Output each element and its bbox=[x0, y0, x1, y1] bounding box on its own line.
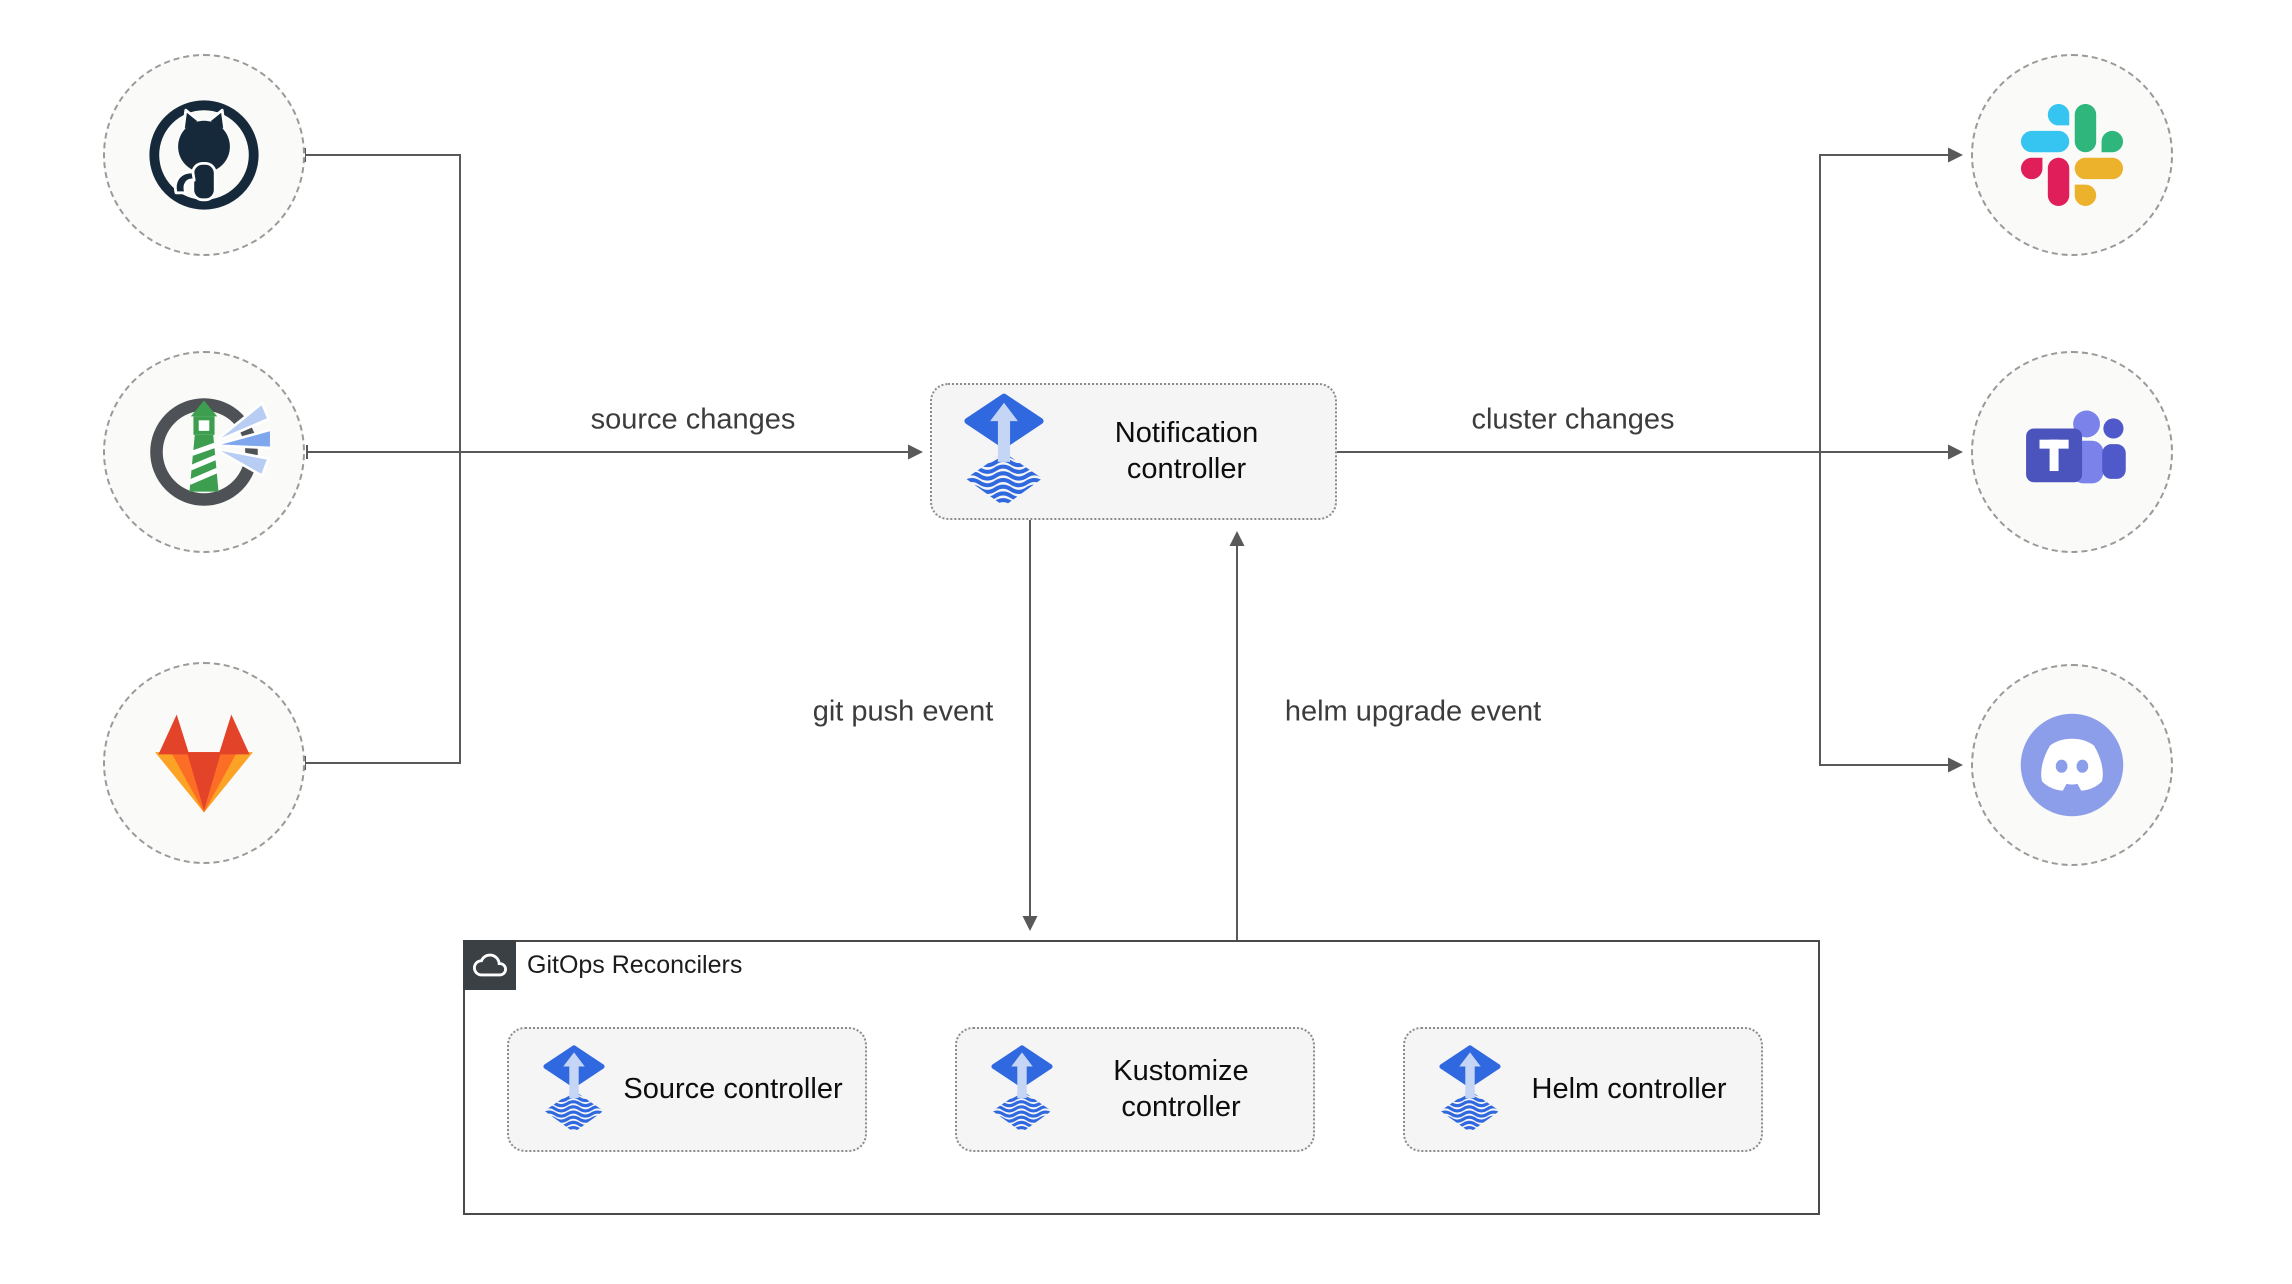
source-node-github bbox=[103, 54, 305, 256]
helm-controller-label: Helm controller bbox=[1531, 1072, 1727, 1105]
cloud-icon bbox=[473, 948, 507, 982]
harbor-icon bbox=[138, 386, 270, 518]
edge-label-cluster-changes: cluster changes bbox=[1471, 403, 1675, 436]
source-controller-node: Source controller bbox=[507, 1027, 867, 1152]
source-controller-label: Source controller bbox=[623, 1072, 843, 1105]
edge-label-git-push-event: git push event bbox=[812, 695, 994, 728]
discord-icon bbox=[2011, 704, 2133, 826]
kustomize-controller-label: Kustomize controller bbox=[1113, 1055, 1249, 1123]
flux-icon bbox=[964, 393, 1044, 510]
flux-icon bbox=[543, 1045, 605, 1135]
slack-icon bbox=[2021, 104, 2123, 206]
container-header-badge bbox=[463, 940, 516, 990]
flux-icon bbox=[1439, 1045, 1501, 1135]
target-node-teams bbox=[1971, 351, 2173, 553]
container-title: GitOps Reconcilers bbox=[527, 950, 743, 979]
gitlab-icon bbox=[147, 710, 261, 817]
teams-icon bbox=[2016, 396, 2128, 508]
target-node-slack bbox=[1971, 54, 2173, 256]
source-node-harbor bbox=[103, 351, 305, 553]
notification-controller-node: Notification controller bbox=[930, 383, 1337, 520]
target-node-discord bbox=[1971, 664, 2173, 866]
notification-controller-label: Notification controller bbox=[1114, 417, 1259, 485]
kustomize-controller-node: Kustomize controller bbox=[955, 1027, 1315, 1152]
helm-controller-node: Helm controller bbox=[1403, 1027, 1763, 1152]
source-node-gitlab bbox=[103, 662, 305, 864]
github-icon bbox=[134, 85, 274, 225]
flux-icon bbox=[991, 1045, 1053, 1135]
edge-label-source-changes: source changes bbox=[590, 403, 796, 436]
edge-label-helm-upgrade-event: helm upgrade event bbox=[1284, 695, 1542, 728]
